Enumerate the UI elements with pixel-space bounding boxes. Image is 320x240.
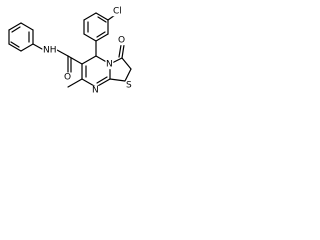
bond-clphenyl-2b xyxy=(97,16,107,23)
bond-phenyl-2b xyxy=(10,41,20,48)
atom-label-background xyxy=(105,59,114,70)
atom-label-background xyxy=(112,6,123,17)
atom-labels: Cl NH O O N N S xyxy=(43,7,132,96)
bond-phenyl-1 xyxy=(20,43,34,52)
bond-c5-c6 xyxy=(81,55,97,65)
bond-c6-camide xyxy=(67,55,83,65)
bond-n-phenyl xyxy=(32,43,43,50)
bond-c3-c2 xyxy=(121,57,132,70)
bond-n8-c8a xyxy=(95,78,111,88)
bond-c7-methyl xyxy=(67,78,83,88)
label-amide-oxygen: O xyxy=(64,73,71,83)
atom-label-background xyxy=(42,45,58,56)
atom-label-background xyxy=(63,72,72,83)
label-amide-nh: NH xyxy=(43,46,57,56)
bond-clphenyl-4b xyxy=(96,31,106,38)
bond-s1-c8a xyxy=(109,78,126,82)
bonds xyxy=(8,12,132,88)
bond-phenyl-4b xyxy=(11,26,21,33)
bond-c3-o xyxy=(121,44,125,59)
bond-c2-s1 xyxy=(124,68,132,82)
bond-clphenyl-5 xyxy=(83,33,97,42)
label-chlorine: Cl xyxy=(113,7,122,17)
atom-label-background xyxy=(125,80,133,91)
bond-n8-c8a-b xyxy=(96,76,108,84)
atom-label-background xyxy=(117,35,126,46)
bond-phenyl-5 xyxy=(20,22,34,31)
label-bridgehead-nitrogen: N xyxy=(106,60,113,70)
bond-phenyl-2 xyxy=(8,43,22,52)
bond-c3-o-b xyxy=(118,44,122,58)
bond-clphenyl-2 xyxy=(95,12,109,21)
molecule-structure: Cl NH O O N N S xyxy=(8,6,133,96)
atom-label-background xyxy=(91,85,100,96)
bond-phenyl-4 xyxy=(8,22,22,31)
label-ring-nitrogen: N xyxy=(92,86,99,96)
bond-clphenyl-1 xyxy=(83,12,97,21)
bond-c7-n8 xyxy=(81,78,97,88)
label-lactam-oxygen: O xyxy=(118,36,125,46)
bond-camide-n xyxy=(56,49,69,57)
bond-clphenyl-4 xyxy=(95,33,109,42)
label-sulfur: S xyxy=(126,81,132,91)
